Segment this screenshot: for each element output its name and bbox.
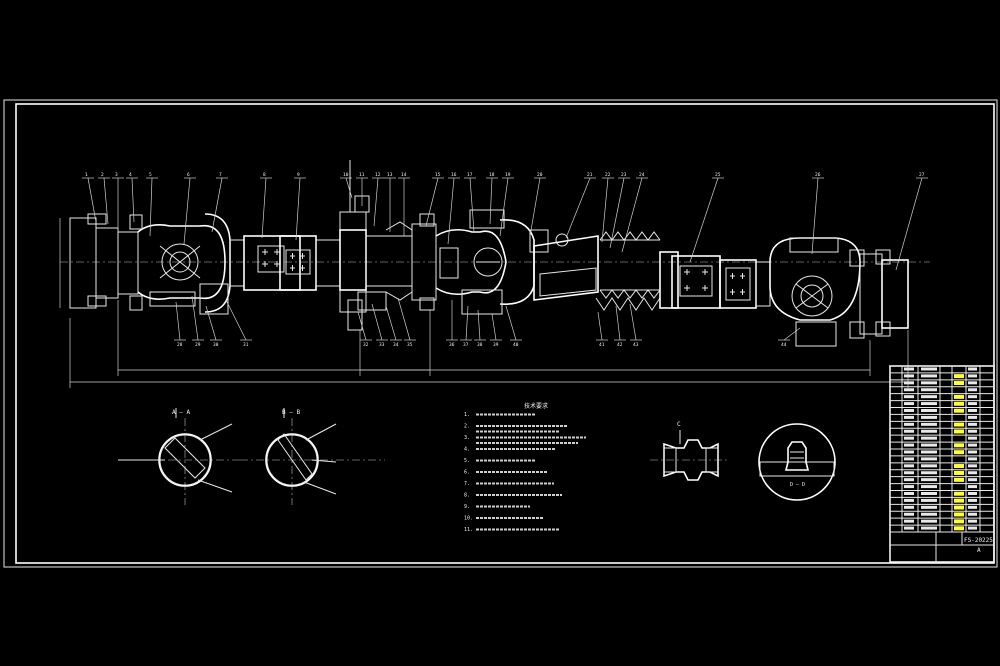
balloon-label: 3 [115,172,118,178]
balloon-label: 32 [363,342,369,348]
detail-c-label: C [677,421,681,428]
balloon-label: 5 [149,172,152,178]
balloon-label: 36 [449,342,455,348]
leader-lines [82,177,928,341]
balloon-label: 33 [379,342,385,348]
balloon-label: 17 [467,172,473,178]
inner-frame [15,103,995,564]
technical-notes: 技术要求 1. 2. 3. 4. 5. 6. 7. 8. 9. 10. 11. [464,402,586,533]
title-block: FS-20225 A [889,365,995,563]
balloon-label: 15 [435,172,441,178]
balloon-label: 25 [715,172,721,178]
balloon-label: 10 [343,172,349,178]
detail-d-label: D — D [790,482,805,488]
balloon-label: 8 [263,172,266,178]
note-number: 6. [464,470,470,476]
balloon-label: 31 [243,342,249,348]
balloon-label: 41 [599,342,605,348]
balloon-label: 22 [605,172,611,178]
balloon-label: 4 [129,172,132,178]
section-b-b: B — B [240,408,385,505]
balloon-label: 38 [477,342,483,348]
balloon-label: 11 [359,172,365,178]
balloon-label: 6 [187,172,190,178]
balloon-label: 12 [375,172,381,178]
balloon-label: 37 [463,342,469,348]
balloon-label: 13 [387,172,393,178]
section-a-a-label: A — A [172,409,190,416]
balloon-label: 27 [919,172,925,178]
detail-d: D — D [758,423,836,501]
balloon-label: 7 [219,172,222,178]
balloon-label: 19 [505,172,511,178]
balloon-label: 29 [195,342,201,348]
balloon-label: 35 [407,342,413,348]
balloon-label: 39 [493,342,499,348]
balloon-label: 21 [587,172,593,178]
balloon-label: 34 [393,342,399,348]
sheet-mark: A [977,547,981,554]
note-number: 8. [464,493,470,499]
balloon-label: 28 [177,342,183,348]
balloon-label: 30 [213,342,219,348]
note-number: 10. [464,516,473,522]
note-number: 4. [464,447,470,453]
balloon-label: 9 [297,172,300,178]
balloon-label: 14 [401,172,407,178]
detail-c: C [650,421,730,481]
balloon-label: 20 [537,172,543,178]
drawing-number: FS-20225 [964,537,993,544]
note-number: 1. [464,412,470,418]
note-number: 3. [464,435,470,441]
note-number: 9. [464,504,470,510]
balloon-label: 44 [781,342,787,348]
section-b-b-label: B — B [282,409,300,416]
note-number: 5. [464,458,470,464]
balloon-label: 43 [633,342,639,348]
balloon-label: 26 [815,172,821,178]
notes-title: 技术要求 [524,402,548,410]
balloon-label: 1 [85,172,88,178]
note-number: 11. [464,527,473,533]
note-number: 2. [464,424,470,430]
balloon-label: 2 [101,172,104,178]
section-a-a: A — A [118,408,240,505]
balloon-label: 24 [639,172,645,178]
note-number: 7. [464,481,470,487]
balloon-label: 18 [489,172,495,178]
outer-frame [3,99,998,568]
drive-shaft-assembly [59,160,930,388]
balloon-label: 40 [513,342,519,348]
balloon-label: 23 [621,172,627,178]
balloon-label: 16 [451,172,457,178]
balloon-label: 42 [617,342,623,348]
